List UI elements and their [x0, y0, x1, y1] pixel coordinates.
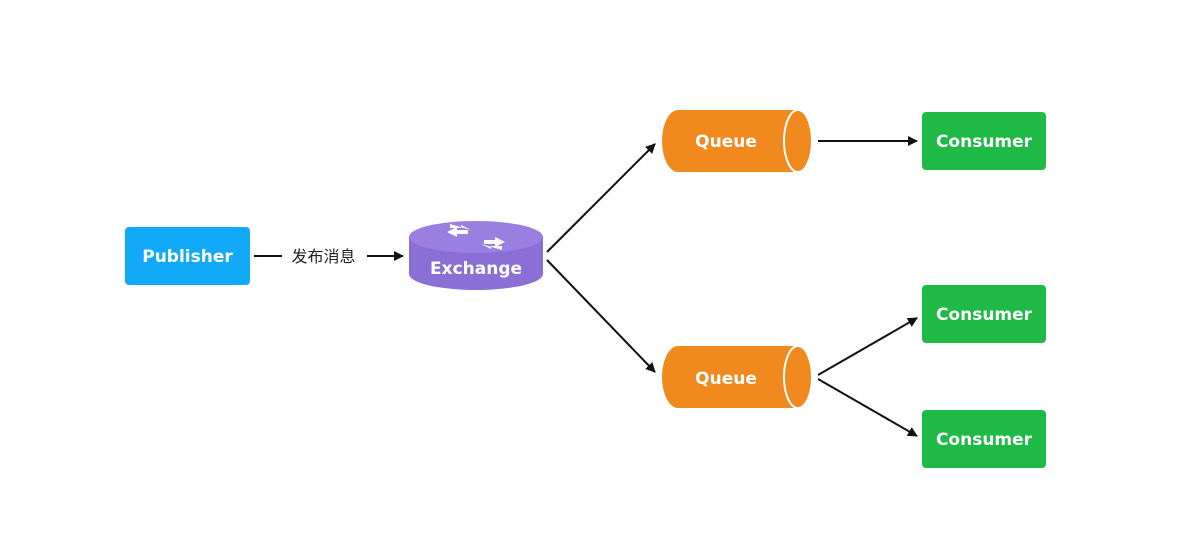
exchange-top	[409, 221, 543, 253]
publisher-box	[125, 227, 250, 285]
queue-bottom-to-consumer-mid-arrow	[817, 317, 918, 376]
queue-bottom-node: Queue	[662, 345, 813, 409]
queue-top-end	[783, 109, 813, 173]
queue-bottom-to-consumer-bottom-arrow	[817, 378, 918, 437]
exchange-label: Exchange	[430, 259, 522, 279]
consumer-mid-label: Consumer	[936, 305, 1033, 325]
exchange-to-queue-top-arrow	[546, 143, 656, 253]
consumer-top-node: Consumer	[922, 112, 1046, 170]
exchange-node: Exchange	[409, 221, 543, 290]
consumer-mid-node: Consumer	[922, 285, 1046, 343]
queue-top-node: Queue	[662, 109, 813, 173]
consumer-bottom-node: Consumer	[922, 410, 1046, 468]
router-arrows-icon	[447, 224, 505, 250]
consumer-bottom-box	[922, 410, 1046, 468]
consumer-bottom-label: Consumer	[936, 430, 1033, 450]
publish-edge-label: 发布消息	[291, 247, 355, 266]
queue-bottom-end	[783, 345, 813, 409]
publish-edge: 发布消息	[254, 247, 404, 266]
publisher-label: Publisher	[142, 247, 233, 267]
consumer-top-label: Consumer	[936, 132, 1033, 152]
exchange-to-queue-bottom-arrow	[546, 259, 656, 373]
consumer-mid-box	[922, 285, 1046, 343]
queue-bottom-label: Queue	[695, 369, 757, 389]
publisher-node: Publisher	[125, 227, 250, 285]
queue-top-body	[662, 110, 812, 172]
queue-top-label: Queue	[695, 132, 757, 152]
consumer-top-box	[922, 112, 1046, 170]
queue-bottom-body	[662, 346, 812, 408]
